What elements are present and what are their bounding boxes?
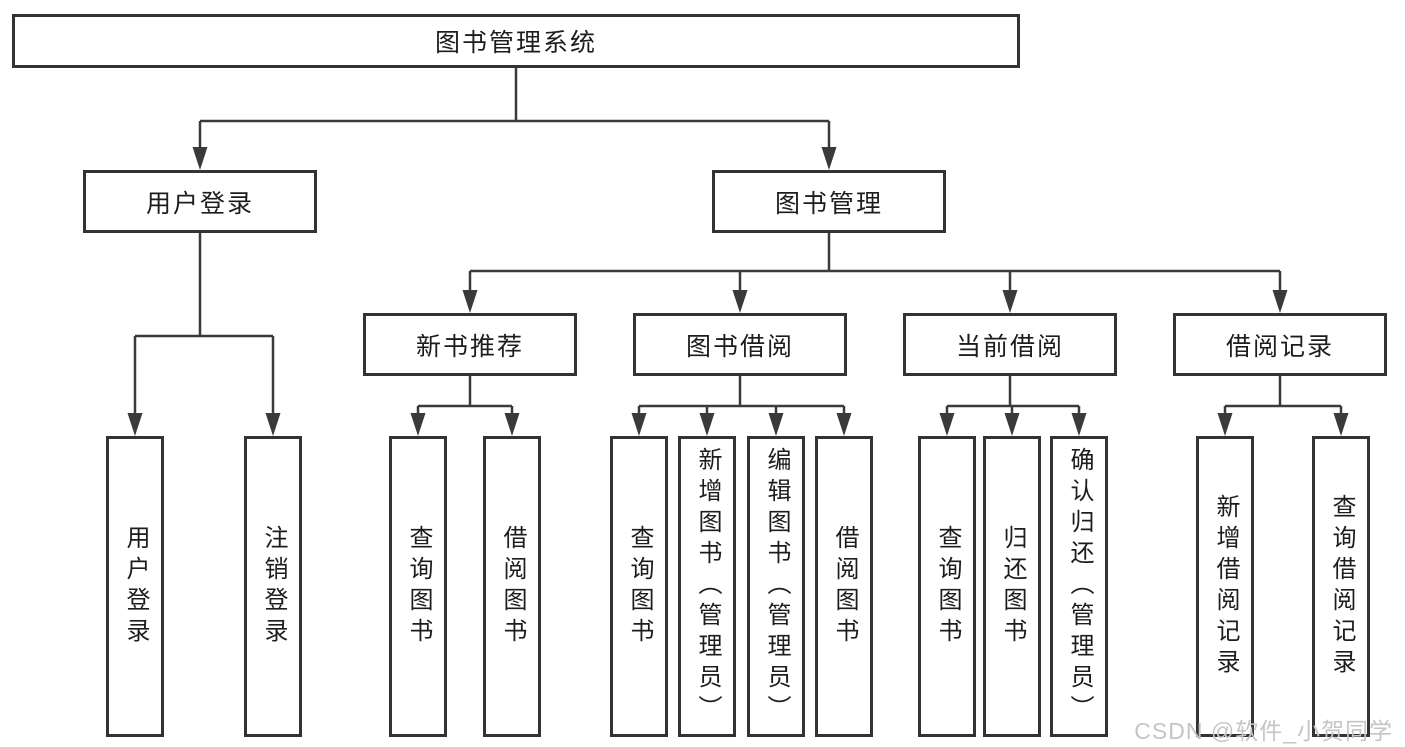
leaf-query-borrow-record: 查询借阅记录: [1312, 436, 1370, 737]
arrowhead: [265, 413, 281, 436]
node-label: 确认归还（管理员）: [1066, 447, 1093, 726]
arrowhead: [732, 290, 748, 313]
arrowhead: [836, 413, 852, 436]
node-label: 用户登录: [145, 189, 254, 218]
node-new-book-recommend: 新书推荐: [363, 313, 577, 376]
node-label: 注销登录: [260, 524, 287, 649]
node-user-login: 用户登录: [83, 170, 317, 233]
node-label: 图书管理: [774, 189, 883, 218]
arrowhead: [1071, 413, 1087, 436]
leaf-query-books-current: 查询图书: [918, 436, 976, 737]
arrowhead: [192, 147, 208, 170]
arrowhead: [768, 413, 784, 436]
leaf-confirm-return-admin: 确认归还（管理员）: [1050, 436, 1108, 737]
leaf-query-books-borrow: 查询图书: [610, 436, 668, 737]
node-label: 图书管理系统: [434, 29, 597, 57]
arrowhead: [1004, 413, 1020, 436]
watermark: CSDN @软件_小贺同学: [1134, 718, 1393, 744]
leaf-add-borrow-record: 新增借阅记录: [1196, 436, 1254, 737]
node-label: 编辑图书（管理员）: [763, 447, 790, 726]
leaf-borrow-books: 借阅图书: [815, 436, 873, 737]
node-label: 归还图书: [999, 524, 1026, 649]
arrowhead: [1217, 413, 1233, 436]
leaf-query-books-recommend: 查询图书: [389, 436, 447, 737]
arrowhead: [821, 147, 837, 170]
node-label: 查询图书: [626, 524, 653, 649]
arrowhead: [939, 413, 955, 436]
node-label: 用户登录: [122, 524, 149, 649]
arrowhead: [462, 290, 478, 313]
node-borrowing-records: 借阅记录: [1173, 313, 1387, 376]
leaf-borrow-books-recommend: 借阅图书: [483, 436, 541, 737]
node-label: 查询图书: [934, 524, 961, 649]
connector-path: [133, 68, 1343, 416]
node-book-management: 图书管理: [712, 170, 946, 233]
arrowhead: [1002, 290, 1018, 313]
node-label: 图书借阅: [685, 332, 794, 361]
node-current-borrowing: 当前借阅: [903, 313, 1117, 376]
arrowheads: [127, 147, 1349, 436]
leaf-logout: 注销登录: [244, 436, 302, 737]
node-label: 查询借阅记录: [1328, 493, 1355, 680]
node-library-system: 图书管理系统: [12, 14, 1020, 68]
node-label: 新增借阅记录: [1212, 493, 1239, 680]
arrowhead: [1272, 290, 1288, 313]
node-label: 当前借阅: [955, 332, 1064, 361]
node-label: 新增图书（管理员）: [694, 447, 721, 726]
leaf-edit-book-admin: 编辑图书（管理员）: [747, 436, 805, 737]
node-label: 查询图书: [405, 524, 432, 649]
arrowhead: [410, 413, 426, 436]
arrowhead: [1333, 413, 1349, 436]
arrowhead: [631, 413, 647, 436]
node-label: 借阅图书: [499, 524, 526, 649]
arrowhead: [699, 413, 715, 436]
leaf-user-login: 用户登录: [106, 436, 164, 737]
arrowhead: [127, 413, 143, 436]
node-book-borrowing: 图书借阅: [633, 313, 847, 376]
arrowhead: [504, 413, 520, 436]
node-label: 借阅图书: [831, 524, 858, 649]
node-label: 借阅记录: [1225, 332, 1334, 361]
leaf-add-book-admin: 新增图书（管理员）: [678, 436, 736, 737]
node-label: 新书推荐: [415, 332, 524, 361]
leaf-return-book: 归还图书: [983, 436, 1041, 737]
